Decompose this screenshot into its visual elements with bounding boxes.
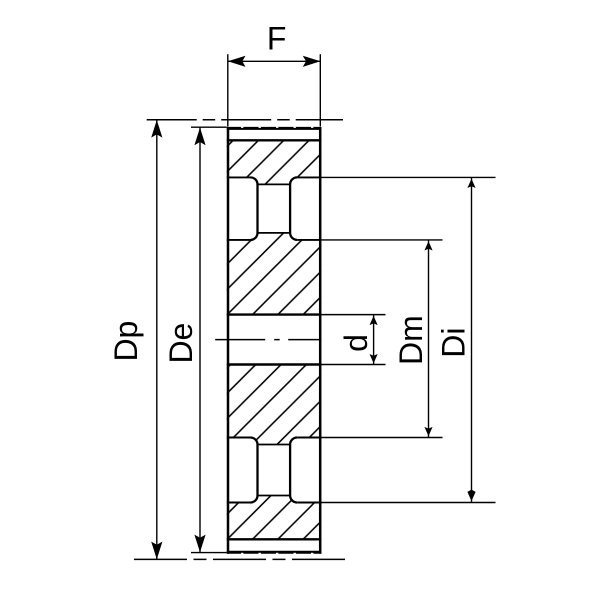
svg-text:Dm: Dm <box>393 315 429 365</box>
svg-text:Dp: Dp <box>108 321 144 362</box>
svg-text:d: d <box>338 334 374 352</box>
svg-text:Di: Di <box>436 327 472 357</box>
svg-text:De: De <box>163 323 199 364</box>
svg-text:F: F <box>267 21 287 57</box>
